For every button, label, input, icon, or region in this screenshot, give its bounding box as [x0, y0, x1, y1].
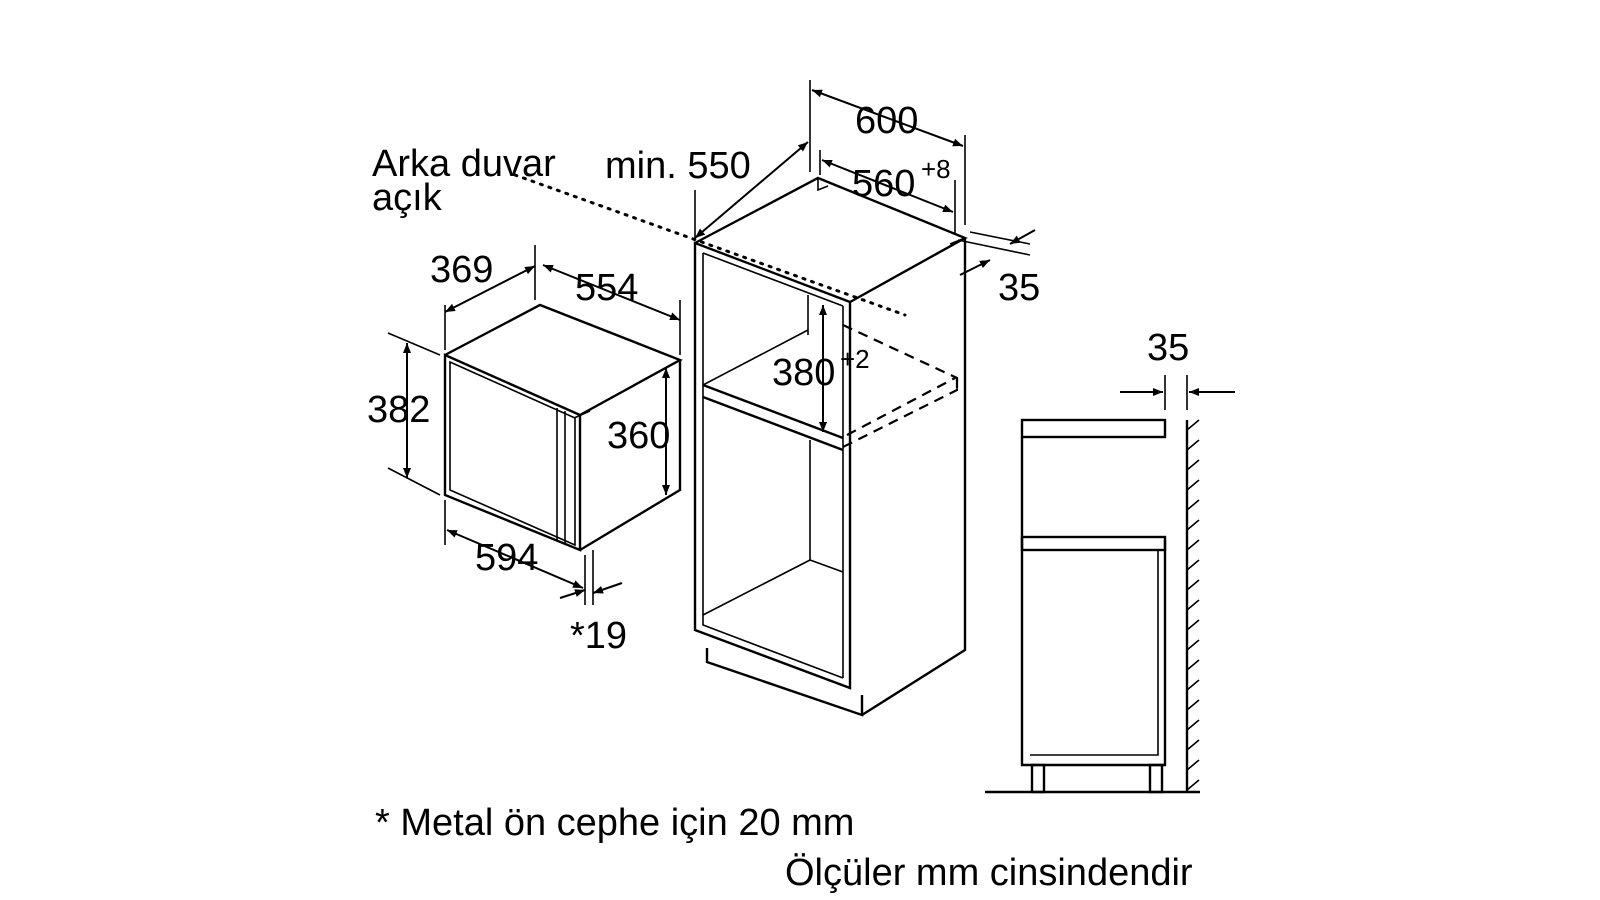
- niche-width-total-label: 600: [855, 100, 918, 142]
- rear-wall-label-line2: açık: [372, 177, 443, 219]
- appliance-width-label: 594: [475, 537, 538, 579]
- niche-width-tolerance: +8: [921, 154, 951, 184]
- side-detail-drawing: [985, 375, 1235, 794]
- min-depth-label: min. 550: [605, 145, 751, 187]
- rear-wall-line: [513, 173, 907, 317]
- side-detail-gap-label: 35: [1147, 327, 1189, 369]
- appliance-inner-height-label: 360: [607, 415, 670, 457]
- rear-wall-label-line1: Arka duvar: [372, 143, 556, 185]
- appliance-height-label: 382: [367, 389, 430, 431]
- front-thickness-label: *19: [570, 615, 627, 657]
- niche-side-right-label: 35: [998, 267, 1040, 309]
- cabinet-drawing: [693, 176, 968, 717]
- footnote: * Metal ön cephe için 20 mm: [375, 802, 854, 844]
- niche-height-tolerance: +2: [840, 344, 870, 374]
- cabinet-dimensions: [694, 80, 1036, 432]
- appliance-inner-width-label: 554: [575, 267, 638, 309]
- appliance-depth-label: 369: [430, 249, 493, 291]
- units-note: Ölçüler mm cinsindendir: [785, 852, 1193, 894]
- appliance-drawing: [443, 303, 683, 552]
- niche-height-label: 380: [772, 352, 835, 394]
- appliance-dimensions: [387, 245, 681, 605]
- niche-width-label: 560: [852, 163, 915, 205]
